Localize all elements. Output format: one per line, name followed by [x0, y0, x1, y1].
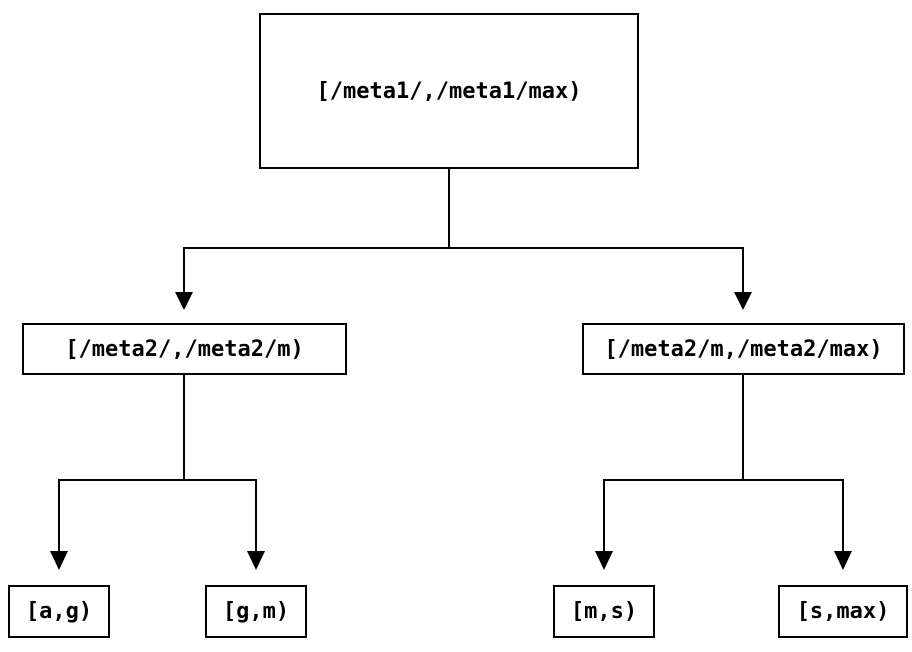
- node-leaf-ms: [m,s): [553, 585, 655, 638]
- arrowhead-down-icon: [834, 551, 852, 570]
- node-label: [/meta1/,/meta1/max): [316, 78, 582, 104]
- node-label: [g,m): [222, 599, 290, 624]
- node-leaf-ag: [a,g): [8, 585, 110, 638]
- node-meta2-lower-interval: [/meta2/,/meta2/m): [22, 323, 347, 375]
- node-meta2-upper-interval: [/meta2/m,/meta2/max): [582, 323, 905, 375]
- node-label: [a,g): [25, 599, 93, 624]
- node-label: [s,max): [796, 599, 890, 624]
- arrowhead-down-icon: [247, 551, 265, 570]
- arrowhead-down-icon: [175, 292, 193, 310]
- node-label: [/meta2/,/meta2/m): [65, 336, 304, 362]
- node-root-interval: [/meta1/,/meta1/max): [259, 13, 639, 169]
- arrowhead-down-icon: [595, 551, 613, 570]
- node-leaf-smax: [s,max): [778, 585, 908, 638]
- node-leaf-gm: [g,m): [205, 585, 307, 638]
- node-label: [m,s): [570, 599, 638, 624]
- node-label: [/meta2/m,/meta2/max): [604, 336, 883, 362]
- arrowhead-down-icon: [50, 551, 68, 570]
- arrowhead-down-icon: [734, 292, 752, 310]
